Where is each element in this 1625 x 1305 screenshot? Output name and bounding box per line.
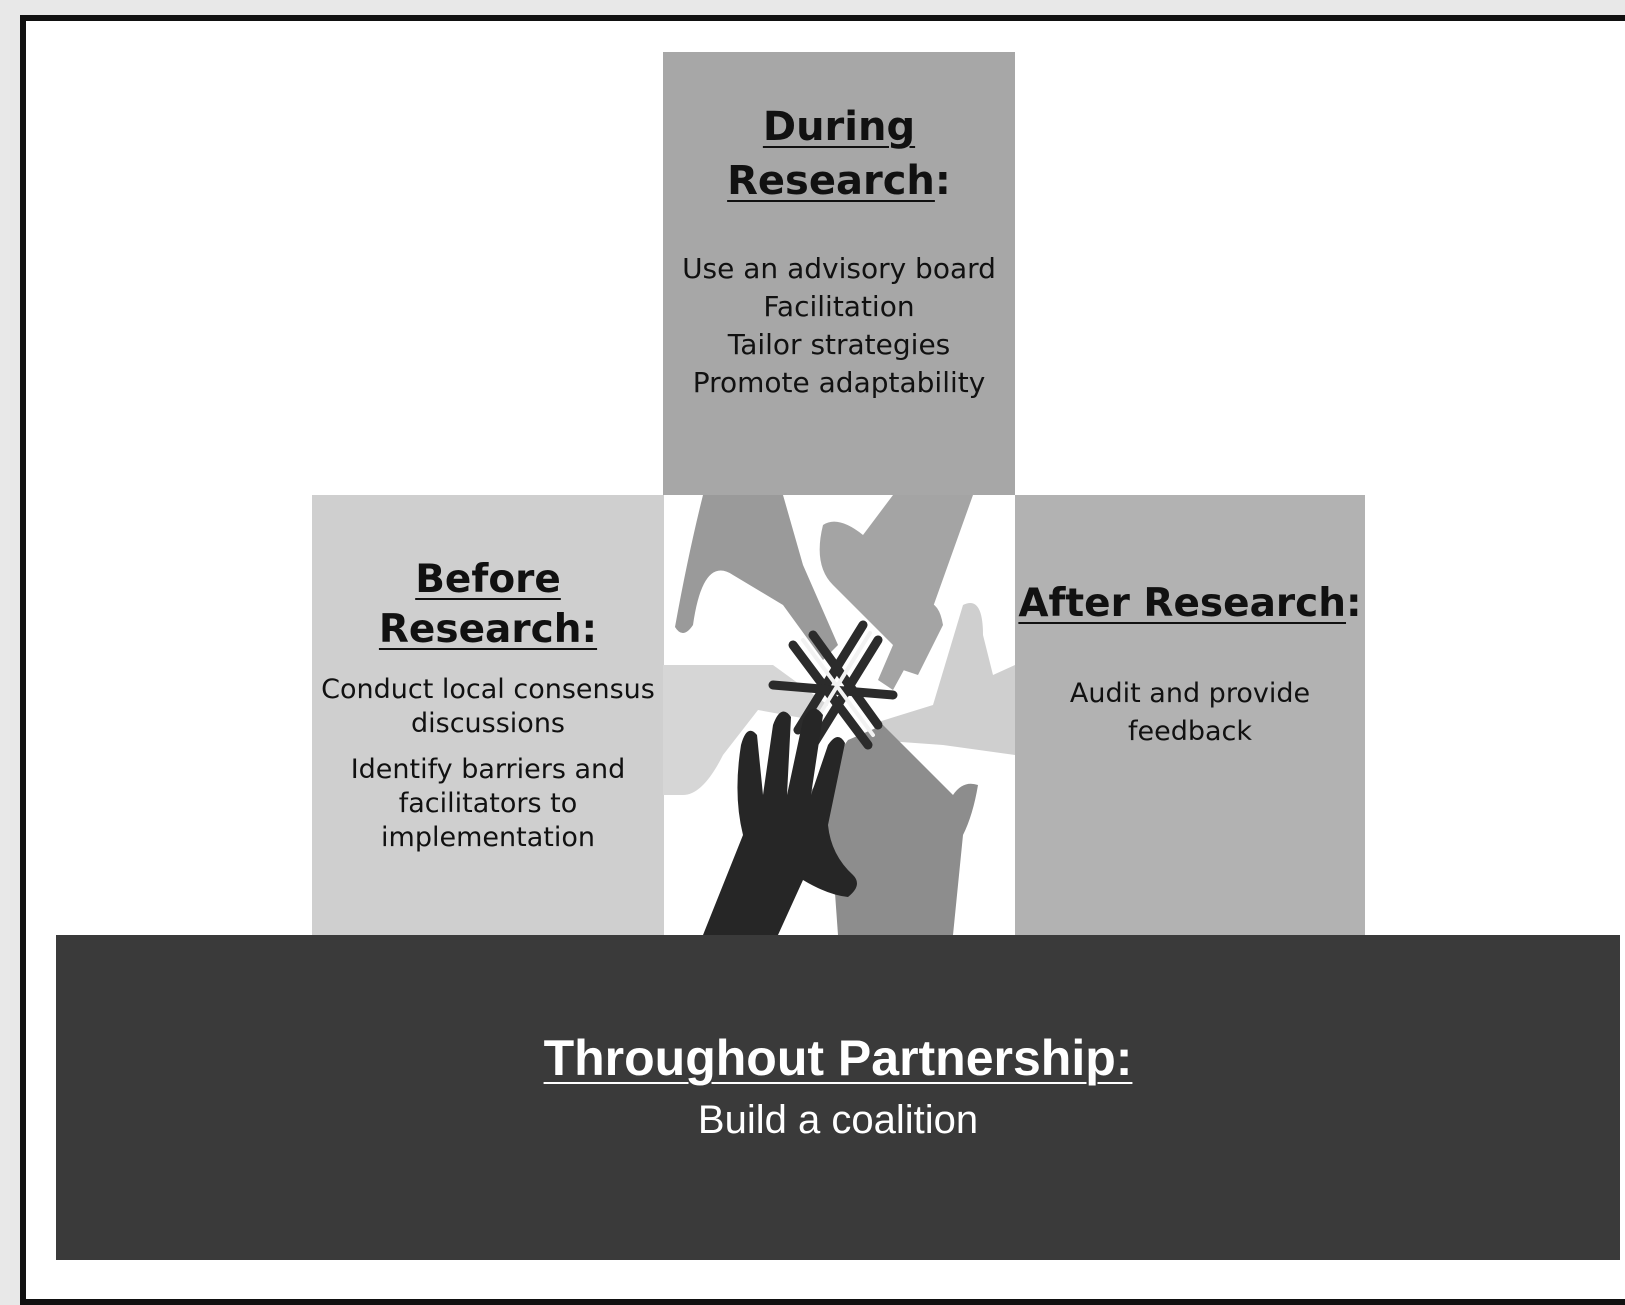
- during-research-list: Use an advisory board Facilitation Tailo…: [663, 250, 1015, 402]
- before-item: Conduct local consensus discussions: [321, 674, 655, 739]
- during-research-heading: During Research:: [663, 52, 1015, 208]
- before-research-title: Before Research:: [378, 557, 598, 652]
- during-research-title: During Research: [727, 104, 935, 204]
- during-item: Tailor strategies: [727, 328, 951, 361]
- throughout-partnership-title: Throughout Partnership:: [543, 1030, 1133, 1086]
- throughout-partnership-heading: Throughout Partnership:: [56, 935, 1620, 1089]
- throughout-partnership-foundation: Throughout Partnership: Build a coalitio…: [56, 935, 1620, 1260]
- joined-hands-illustration: [663, 495, 1015, 935]
- throughout-partnership-subtitle: Build a coalition: [697, 1098, 979, 1142]
- during-item: Use an advisory board: [682, 252, 996, 285]
- during-item: Facilitation: [763, 290, 915, 323]
- hand-icon: [675, 495, 838, 660]
- during-item: Promote adaptability: [692, 366, 986, 399]
- after-research-list: Audit and provide feedback: [1015, 675, 1365, 751]
- hand-icon: [703, 708, 857, 935]
- hand-icon: [819, 495, 973, 690]
- before-research-heading: Before Research:: [312, 495, 664, 655]
- after-item: Audit and provide feedback: [1069, 678, 1311, 747]
- after-research-box: After Research: Audit and provide feedba…: [1015, 495, 1365, 935]
- hand-icon: [663, 665, 828, 795]
- after-research-colon: :: [1346, 581, 1362, 626]
- before-research-box: Before Research: Conduct local consensus…: [312, 495, 664, 935]
- hand-icon: [873, 603, 1015, 755]
- after-research-title: After Research: [1018, 581, 1347, 626]
- during-research-colon: :: [934, 158, 951, 204]
- after-research-heading: After Research:: [1015, 495, 1365, 631]
- before-item: Identify barriers and facilitators to im…: [350, 754, 626, 853]
- before-research-list: Conduct local consensus discussions Iden…: [312, 673, 664, 855]
- during-research-box: During Research: Use an advisory board F…: [663, 52, 1015, 495]
